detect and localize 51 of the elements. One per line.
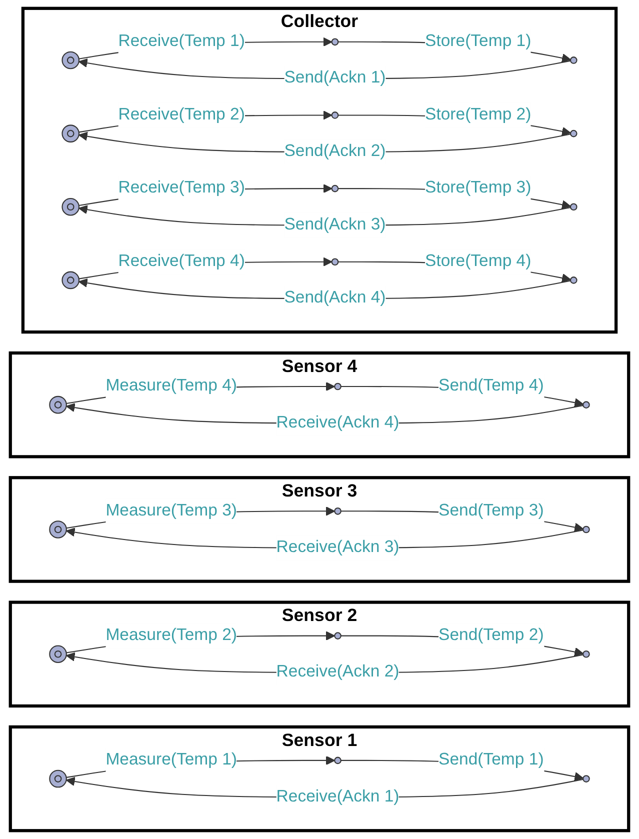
state-circle bbox=[49, 396, 67, 414]
edge-label: Receive(Ackn 3) bbox=[276, 535, 400, 560]
state-circle bbox=[582, 526, 590, 534]
edge-label: Store(Temp 3) bbox=[425, 176, 532, 202]
edge-label: Receive(Temp 1) bbox=[118, 29, 245, 54]
state-circle bbox=[62, 271, 80, 290]
edge-label: Measure(Temp 3) bbox=[106, 498, 238, 524]
edge-label: Send(Temp 2) bbox=[438, 623, 544, 648]
state-circle bbox=[331, 184, 339, 192]
edge-label: Send(Ackn 2) bbox=[284, 139, 386, 164]
state-circle bbox=[334, 507, 342, 515]
edge-label: Send(Ackn 3) bbox=[284, 212, 386, 238]
state-circle bbox=[334, 632, 342, 640]
state-circle bbox=[570, 56, 578, 64]
edge-label: Send(Temp 1) bbox=[438, 748, 544, 773]
edge-label: Store(Temp 2) bbox=[425, 102, 532, 128]
group-title: Collector bbox=[280, 12, 358, 32]
edge-label: Receive(Temp 2) bbox=[118, 102, 245, 128]
state-circle bbox=[582, 650, 590, 658]
state-circle bbox=[62, 51, 80, 70]
edge-label: Measure(Temp 4) bbox=[106, 374, 238, 400]
group-title: Sensor 1 bbox=[282, 730, 358, 750]
edge-label: Store(Temp 4) bbox=[425, 249, 532, 274]
edge-label: Send(Temp 3) bbox=[438, 498, 544, 524]
state-circle bbox=[570, 276, 578, 284]
edge-label: Send(Ackn 4) bbox=[284, 286, 386, 312]
edge-label: Receive(Ackn 1) bbox=[276, 784, 400, 810]
state-circle bbox=[570, 203, 578, 211]
edge-label: Measure(Temp 2) bbox=[106, 623, 238, 648]
state-circle bbox=[570, 130, 578, 138]
edge-label: Receive(Ackn 4) bbox=[276, 410, 400, 436]
state-circle bbox=[331, 258, 339, 266]
edge-label: Receive(Temp 4) bbox=[118, 249, 245, 274]
state-circle bbox=[582, 401, 590, 408]
state-circle bbox=[331, 112, 339, 119]
edge-label: Send(Temp 4) bbox=[438, 374, 544, 400]
state-circle bbox=[49, 770, 67, 788]
state-circle bbox=[334, 756, 342, 764]
state-circle bbox=[49, 645, 67, 664]
edge-label: Receive(Ackn 2) bbox=[276, 660, 400, 686]
edge-label: Send(Ackn 1) bbox=[284, 66, 386, 92]
edge-label: Measure(Temp 1) bbox=[106, 748, 238, 773]
edge-label: Receive(Temp 3) bbox=[118, 176, 245, 202]
state-circle bbox=[582, 775, 590, 782]
group-title: Sensor 4 bbox=[282, 356, 358, 376]
group-title: Sensor 3 bbox=[282, 480, 358, 501]
group-title: Sensor 2 bbox=[282, 605, 358, 626]
state-circle bbox=[62, 198, 80, 216]
state-circle bbox=[331, 38, 339, 46]
edge-label: Store(Temp 1) bbox=[425, 29, 532, 54]
state-circle bbox=[334, 382, 342, 390]
